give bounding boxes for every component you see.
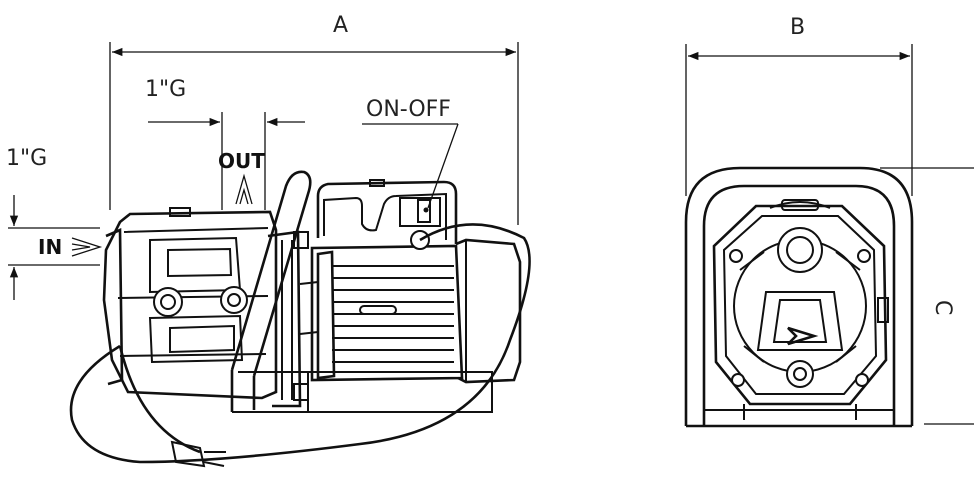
front-outlet-port [777,227,823,273]
drain-plug-right-inner [227,293,241,307]
dimension-a: A [109,13,519,225]
adapter-bracket-ribs [281,240,293,400]
pump-window-top [149,236,242,294]
pump-window-top-inner [167,247,233,278]
carry-handle-legs [230,370,256,412]
outlet-thread-dimension: 1"G [145,77,305,210]
inlet-label: IN [38,235,62,259]
front-volute-body [712,204,888,406]
front-bolt-2 [857,249,871,263]
pump-window-bottom-inner [169,324,235,354]
front-feet [743,404,857,420]
on-off-switch-rocker [417,199,431,223]
front-frame-outer [684,166,914,426]
on-off-switch [399,197,441,227]
inlet-thread-dimension: 1"G [6,146,100,300]
front-flow-arrow-icon [787,326,819,346]
dimension-c: C [880,167,974,425]
outlet-arrow-icon [235,173,253,205]
front-inlet-plate-inner [772,299,828,343]
pump-window-bottom [148,314,244,364]
fill-plug [169,207,191,217]
terminal-box [316,180,458,244]
motor-front-flange [316,250,336,380]
front-volute-rim [722,215,878,395]
front-bolt-1 [729,249,743,263]
shaft-coupling [299,280,319,335]
front-drain-plug [786,360,814,388]
front-frame-inner [702,184,896,426]
dimension-c-label: C [930,300,955,315]
front-fill-plug [781,199,819,211]
front-bolt-4 [855,373,869,387]
outlet-label: OUT [218,149,265,173]
front-housing-ribs [739,251,861,363]
pump-front-view [684,166,914,428]
inlet-arrow-icon [71,237,103,257]
front-side-switch [877,297,889,323]
inlet-thread-label: 1"G [6,146,47,171]
pump-side-view [69,170,531,468]
base-skid [232,371,493,413]
on-off-switch-dot [423,207,429,213]
drain-plug-left [153,287,183,317]
dimension-a-label: A [333,13,348,38]
front-drain-plug-inner [793,367,807,381]
dimension-b-label: B [790,15,805,40]
pump-body [102,210,278,400]
motor-body [310,244,464,382]
carry-handle [230,170,312,377]
switch-label: ON-OFF [366,97,451,122]
motor-cooling-fins [332,265,454,363]
terminal-box-clip [369,179,385,187]
drain-plug-right [220,286,248,314]
front-outlet-port-inner [786,236,814,264]
adapter-bracket [267,230,302,408]
drain-plug-left-inner [160,294,176,310]
outlet-thread-label: 1"G [145,77,186,102]
terminal-box-handle [323,192,447,240]
dimension-b: B [685,15,913,196]
bracket-bolt-bottom [293,383,309,401]
plug-pins [203,451,226,467]
plug-body [170,440,206,468]
front-fill-plug-top [769,201,831,209]
motor-label-slot [359,305,397,315]
front-bolt-3 [731,373,745,387]
power-cable [69,223,531,464]
front-inlet-plate [756,291,844,351]
pump-inlet-flange [105,228,124,386]
